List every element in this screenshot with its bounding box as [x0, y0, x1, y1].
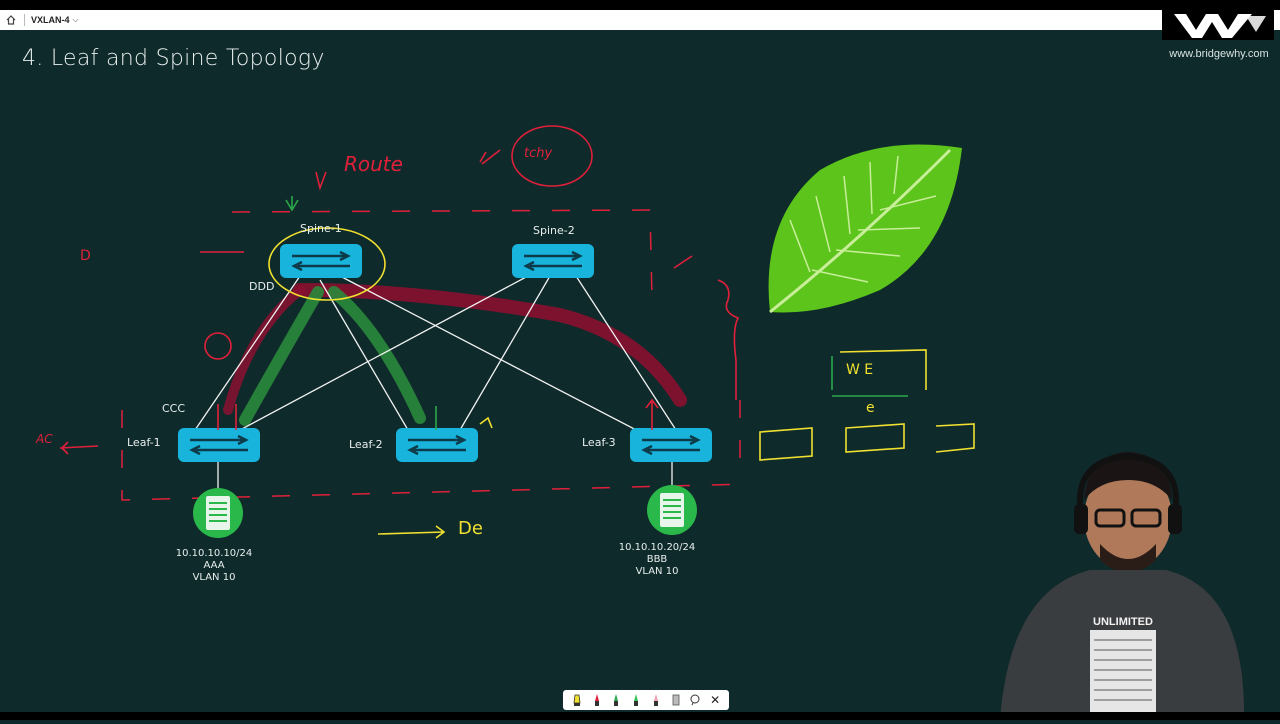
host2-vlan: VLAN 10 — [635, 566, 679, 577]
brand-logo — [1162, 10, 1274, 40]
server-icon-host2 — [647, 485, 697, 535]
ink-de: De — [458, 518, 483, 539]
lasso-icon[interactable] — [688, 693, 702, 707]
label-leaf-3: Leaf-3 — [582, 436, 616, 449]
switch-leaf-2 — [396, 428, 478, 462]
red-highlight-path — [293, 283, 687, 407]
label-spine-2: Spine-2 — [533, 224, 575, 237]
red-bracket — [717, 279, 740, 400]
tab-separator — [24, 14, 25, 26]
label-leaf-2: Leaf-2 — [349, 438, 383, 451]
presenter-webcam: UNLIMITED — [960, 440, 1260, 720]
shirt-text: UNLIMITED — [1093, 616, 1153, 628]
ink-we: W E — [846, 362, 874, 378]
ink-mac: AC — [36, 432, 53, 446]
slide-title: 4. Leaf and Spine Topology — [22, 46, 325, 71]
label-ccc: CCC — [162, 402, 186, 415]
ink-route: Route — [344, 152, 403, 176]
leaf-illustration — [768, 144, 962, 314]
server-icon-host1 — [193, 488, 243, 538]
green-annotations — [285, 196, 908, 430]
label-leaf-1: Leaf-1 — [127, 436, 161, 449]
pen-red-icon[interactable] — [590, 693, 604, 707]
green-highlight-path-2 — [328, 286, 426, 424]
label-spine-1: Spine-1 — [300, 222, 342, 235]
pen-green-icon[interactable] — [609, 693, 623, 707]
pen-green2-icon[interactable] — [629, 693, 643, 707]
ink-top: tchy — [524, 146, 553, 161]
host2-name: BBB — [646, 554, 668, 565]
label-ddd: DDD — [249, 280, 275, 293]
home-icon[interactable] — [4, 13, 18, 27]
green-highlight-path — [239, 286, 324, 426]
switch-spine-2 — [512, 244, 594, 278]
host1-ip: 10.10.10.10/24 — [175, 548, 253, 559]
spine1-highlight-circle — [268, 227, 386, 301]
switch-leaf-1 — [178, 428, 260, 462]
window-bottom-strip — [0, 712, 1280, 720]
switch-spine-1 — [280, 244, 362, 278]
annotation-toolbar: ✕ — [563, 690, 729, 710]
window-top-strip — [0, 0, 1280, 10]
eraser-icon[interactable] — [669, 693, 683, 707]
host1-vlan: VLAN 10 — [192, 572, 236, 583]
pen-pink-icon[interactable] — [649, 693, 663, 707]
host2-ip: 10.10.10.20/24 — [618, 542, 696, 553]
chevron-down-icon[interactable]: ⌵ — [72, 15, 79, 24]
brand-url: www.bridgewhy.com — [1169, 48, 1269, 60]
switch-leaf-3 — [630, 428, 712, 462]
highlighter-yellow-icon[interactable] — [570, 693, 584, 707]
red-annotations — [59, 125, 693, 455]
close-icon[interactable]: ✕ — [710, 693, 721, 707]
ink-d: D — [80, 248, 91, 264]
tab-title[interactable]: VXLAN-4 — [31, 15, 70, 25]
topology-links — [194, 275, 677, 492]
browser-tab-bar: VXLAN-4 ⌵ — [0, 10, 1280, 30]
host1-name: AAA — [203, 560, 225, 571]
yellow-annotations — [377, 349, 975, 539]
red-dashed-region — [121, 209, 751, 501]
ink-e: e — [866, 400, 875, 416]
